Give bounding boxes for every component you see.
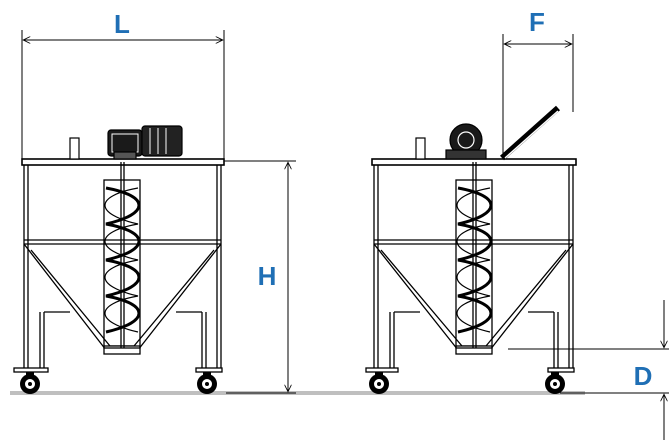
- hopper-side-view: [365, 158, 577, 373]
- floor-line: [10, 391, 585, 395]
- label-flap: F: [529, 7, 545, 37]
- dimension-depth: [508, 300, 669, 440]
- label-height: H: [258, 261, 277, 291]
- dimension-length: [21, 30, 225, 159]
- motor-front-view: [69, 125, 183, 160]
- hopper-front-view: [13, 158, 225, 373]
- caster-wheel-left-1: [20, 372, 40, 394]
- lid-flap-open: [500, 105, 560, 161]
- caster-wheel-right-2: [545, 372, 565, 394]
- label-length: L: [114, 9, 130, 39]
- label-depth: D: [634, 361, 653, 391]
- dimension-height: [224, 160, 296, 394]
- caster-wheel-left-2: [197, 372, 217, 394]
- caster-wheel-right-1: [369, 372, 389, 394]
- dimension-flap: [502, 34, 574, 158]
- motor-side-view: [415, 123, 487, 160]
